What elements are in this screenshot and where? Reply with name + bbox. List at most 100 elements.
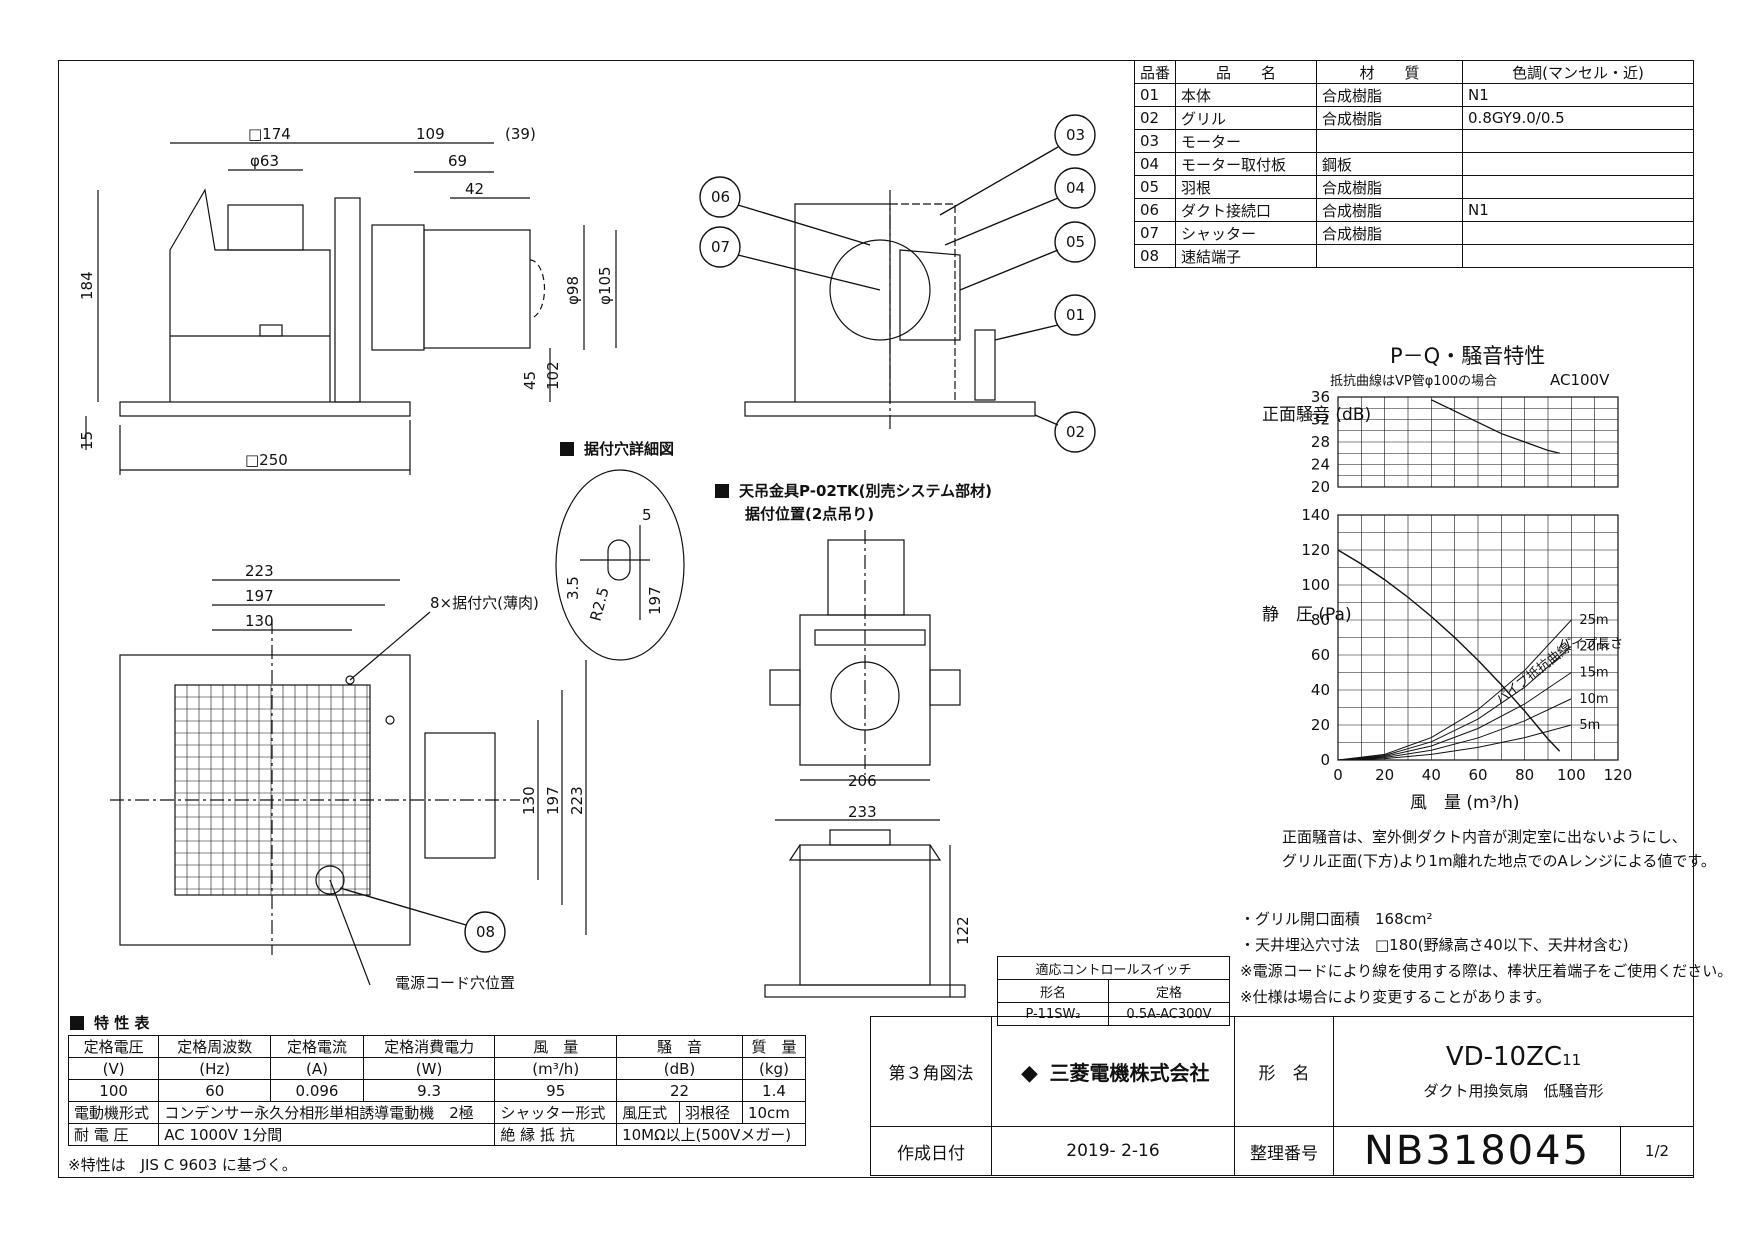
cell: 03: [1133, 129, 1177, 153]
cell: 合成樹脂: [1316, 106, 1464, 130]
chart-note-2: グリル正面(下方)より1m離れた地点でのAレンジによる値です。: [1282, 852, 1716, 870]
spec-header: 定格電圧: [67, 1035, 160, 1058]
dim-label: 130: [245, 612, 274, 630]
callout-label: 01: [1066, 306, 1085, 324]
bullet-square: [560, 442, 574, 456]
spec-unit: (m³/h): [494, 1057, 618, 1080]
cell: [1462, 221, 1694, 245]
pressure-tick-label: 0: [1320, 751, 1330, 769]
spec-header: 質 量: [741, 1035, 807, 1058]
company-cell: ◆ 三菱電機株式会社: [991, 1016, 1235, 1127]
spec-value: 9.3: [362, 1079, 496, 1102]
pressure-tick-label: 20: [1311, 716, 1330, 734]
drawing-frame: [58, 60, 1694, 1178]
cord-hole-label: 電源コード穴位置: [395, 974, 515, 992]
mount-hole-detail: [555, 469, 685, 661]
noise-ylabel: 正面騒音 (dB): [1262, 405, 1371, 425]
model-label: 形 名: [1234, 1016, 1334, 1127]
hanger-title-text: 天吊金具P-02TK(別売システム部材): [739, 482, 992, 500]
bullet-square: [715, 484, 729, 498]
dim-label: 197: [544, 786, 562, 815]
spec-unit: (kg): [741, 1057, 807, 1080]
cell: 08: [1133, 244, 1177, 268]
cell: N1: [1462, 198, 1694, 222]
number-label: 整理番号: [1234, 1126, 1334, 1176]
dim-label: 130: [520, 786, 538, 815]
dim-label: φ63: [250, 152, 279, 170]
dim-label: 69: [448, 152, 467, 170]
dim-label: 45: [521, 371, 539, 390]
noise-tick-label: 24: [1311, 456, 1330, 474]
mitsubishi-logo-icon: ◆: [1021, 1061, 1038, 1086]
callout-label: 07: [711, 238, 730, 256]
pipe-resistance-curve: [1337, 698, 1572, 761]
pressure-tick-label: 100: [1301, 576, 1330, 594]
note-1: ・グリル開口面積 168cm²: [1240, 910, 1433, 928]
callout-label: 05: [1066, 233, 1085, 251]
switch-header-rating: 定格: [1108, 979, 1230, 1003]
spec-withstand-value: AC 1000V 1分間: [158, 1123, 496, 1146]
noise-tick-label: 36: [1311, 388, 1330, 406]
spec-value: 1.4: [741, 1079, 807, 1102]
switch-header-model: 形名: [997, 979, 1109, 1003]
dim-label: 206: [848, 772, 877, 790]
note-2: ・天井埋込穴寸法 □180(野縁高さ40以下、天井材含む): [1240, 936, 1629, 954]
model-name: VD-10ZC: [1445, 1042, 1563, 1072]
date-label: 作成日付: [870, 1126, 992, 1176]
pressure-tick-label: 140: [1301, 506, 1330, 524]
title-block: 第３角図法 ◆ 三菱電機株式会社 形 名 VD-10ZC11 ダクト用換気扇 低…: [870, 1016, 1694, 1176]
flow-tick-label: 100: [1557, 766, 1586, 784]
spec-blade-label: 羽根径: [679, 1101, 743, 1124]
pipe-length-label: 10m: [1579, 692, 1608, 707]
company-name: 三菱電機株式会社: [1049, 1061, 1210, 1085]
dim-label: □174: [248, 125, 291, 143]
spec-header: 定格電流: [270, 1035, 364, 1058]
cell: 06: [1133, 198, 1177, 222]
dim-label: 42: [465, 180, 484, 198]
noise-series-line: [1431, 399, 1560, 454]
date-value: 2019- 2-16: [991, 1126, 1235, 1176]
spec-unit: (W): [362, 1057, 496, 1080]
cell: モーター取付板: [1175, 152, 1318, 176]
flow-tick-label: 60: [1468, 766, 1487, 784]
pipe-resistance-curve: [1337, 724, 1572, 761]
pipe-length-label: 15m: [1579, 666, 1608, 681]
hanger-title: 天吊金具P-02TK(別売システム部材): [715, 480, 992, 501]
dim-label: (39): [505, 125, 536, 143]
dim-label: □250: [245, 451, 288, 469]
switch-title: 適応コントロールスイッチ: [997, 956, 1230, 980]
cell: N1: [1462, 83, 1694, 107]
side-view: [85, 142, 617, 475]
cell: ダクト接続口: [1175, 198, 1318, 222]
pressure-ylabel: 静 圧 (Pa): [1262, 605, 1352, 625]
spec-blade-value: 10cm: [741, 1101, 807, 1124]
spec-header: 風 量: [494, 1035, 618, 1058]
callouts: [339, 114, 1096, 953]
spec-footnote: ※特性は JIS C 9603 に基づく。: [68, 1156, 297, 1174]
pressure-tick-label: 60: [1311, 646, 1330, 664]
grille-view: [110, 579, 587, 986]
cutaway-view: [744, 190, 1036, 430]
model-suffix: 11: [1562, 1051, 1582, 1069]
spec-title-text: 特 性 表: [94, 1014, 150, 1032]
spec-value: 22: [616, 1079, 743, 1102]
spec-value: 100: [67, 1079, 160, 1102]
dim-label: 184: [78, 271, 96, 300]
hanger-subtitle: 据付位置(2点吊り): [745, 505, 875, 523]
dim-label: 223: [568, 786, 586, 815]
cell: シャッター: [1175, 221, 1318, 245]
mount-hole-title: 据付穴詳細図: [560, 438, 674, 459]
bullet-square: [70, 1016, 84, 1030]
pipe-length-label: パイプ長さ: [1558, 637, 1623, 652]
cell: [1316, 244, 1464, 268]
callout-label: 04: [1066, 179, 1085, 197]
cell: [1462, 175, 1694, 199]
drawing-number: NB318045: [1333, 1126, 1621, 1176]
